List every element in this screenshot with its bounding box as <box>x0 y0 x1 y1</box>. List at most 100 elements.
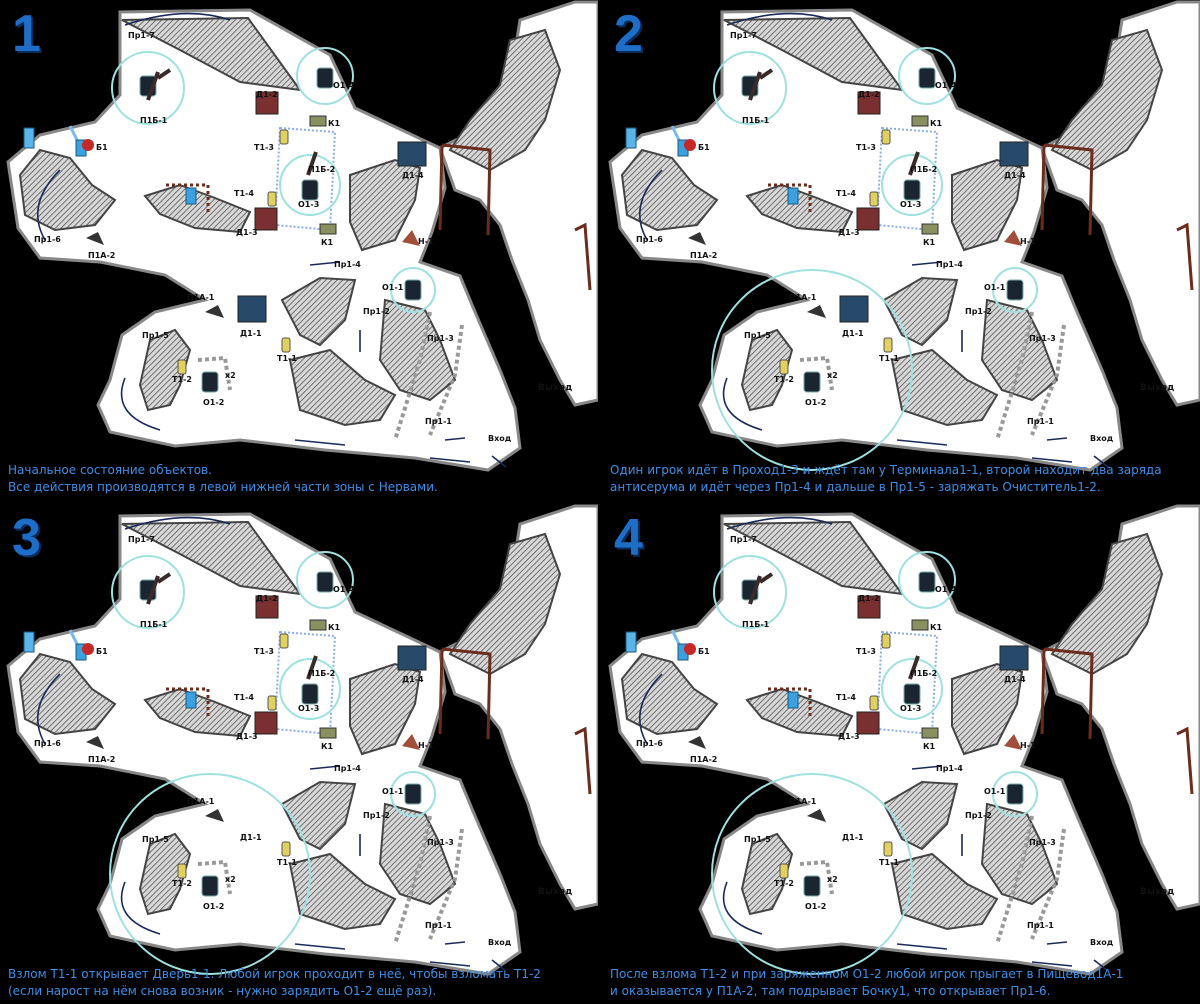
cleanser-icon <box>918 571 936 593</box>
map-label-n1: Н-1 <box>1020 741 1036 750</box>
door-block <box>839 295 869 323</box>
route-arrow <box>491 455 507 468</box>
dotted-passage <box>428 324 464 436</box>
map-label-p1a-1: П1А-1 <box>789 293 817 302</box>
map-label-entrance: Вход <box>1090 434 1114 443</box>
route-arrow <box>726 516 833 530</box>
map-floor-east <box>1040 0 1200 407</box>
map-label-o1-2: О1-2 <box>805 902 826 911</box>
door-line <box>1176 222 1194 291</box>
route-arrow <box>309 765 341 770</box>
hatched-wall <box>18 148 117 232</box>
route-arrow <box>1093 959 1109 972</box>
map-label-p1b-2: П1Б-2 <box>910 165 937 174</box>
route-arrow <box>726 12 833 26</box>
map-label-d1-3: Д1-3 <box>236 228 258 237</box>
dotted-passage <box>197 355 232 391</box>
hatched-wall <box>280 276 357 347</box>
hatched-wall <box>1050 532 1164 676</box>
door-line <box>574 222 592 291</box>
door-line <box>438 647 492 740</box>
panel-caption: После взлома Т1-2 и при заряженном О1-2 … <box>610 966 1196 1000</box>
terminal-icon <box>779 359 789 375</box>
door-block <box>255 595 279 619</box>
rock-icon <box>86 232 104 245</box>
growth-icon <box>748 572 774 605</box>
door-line <box>1040 647 1094 740</box>
cleanser-icon <box>201 875 219 897</box>
dotted-passage <box>768 183 812 215</box>
blue-cord <box>68 629 80 647</box>
route-arrow <box>1031 941 1073 967</box>
zone-circle <box>711 773 913 975</box>
terminal-icon <box>881 633 891 649</box>
map-label-o1-1: О1-1 <box>984 787 1006 796</box>
terminal-icon <box>281 337 291 353</box>
door-block <box>999 141 1029 167</box>
map-label-exit: Выход <box>538 383 572 393</box>
dotted-passage <box>799 859 834 895</box>
terminal-icon <box>281 841 291 857</box>
canister-icon <box>185 691 197 709</box>
route-arrow <box>491 959 507 972</box>
cleanser-icon <box>201 371 219 393</box>
map-label-p1a-1: П1А-1 <box>187 797 215 806</box>
n1-icon <box>1004 734 1022 750</box>
highlight-circle <box>713 51 787 125</box>
panel-number: 3 <box>12 509 41 567</box>
growth-icon <box>146 68 172 101</box>
map-label-t1-1: Т1-1 <box>879 354 899 363</box>
hatched-wall <box>143 687 252 738</box>
route-arrow <box>911 261 943 266</box>
map-label-p1a-2: П1А-2 <box>690 251 717 260</box>
hatched-wall <box>890 852 999 931</box>
zone-circle <box>711 269 913 471</box>
k-icon <box>319 223 337 235</box>
highlight-circle <box>296 551 354 609</box>
map-label-p1a-2: П1А-2 <box>690 755 717 764</box>
map-label-k1-top: К1 <box>930 623 943 632</box>
map-label-o1-1: О1-1 <box>382 787 404 796</box>
map-label-d1-1: Д1-1 <box>240 833 262 842</box>
map-label-p1b-1: П1Б-1 <box>742 116 770 125</box>
route-arrow <box>639 169 663 241</box>
canister-icon <box>625 127 637 149</box>
panel-number: 1 <box>12 5 41 63</box>
caption-line: и оказывается у П1А-2, там подрывает Боч… <box>610 984 1051 998</box>
caption-line: Один игрок идёт в Проход1-3 и ждёт там у… <box>610 463 1162 477</box>
map-label-n1: Н-1 <box>418 237 434 246</box>
terminal-icon <box>279 633 289 649</box>
map-label-b1: Б1 <box>698 143 710 152</box>
map-label-pr1-7: Пр1-7 <box>730 535 757 544</box>
dotted-passage <box>768 687 812 719</box>
door-block <box>856 711 880 735</box>
map-label-d1-4: Д1-4 <box>1004 171 1026 180</box>
barrel-icon <box>684 643 696 655</box>
map-label-t1-4: Т1-4 <box>836 189 856 198</box>
blue-cord <box>670 125 682 143</box>
route-arrow <box>309 261 341 266</box>
canister-icon <box>625 631 637 653</box>
door-line <box>574 726 592 795</box>
map-label-o1-2: О1-2 <box>805 398 826 407</box>
route-arrow <box>1031 437 1073 463</box>
caption-line: Взлом Т1-1 открывает Дверь1-1. Любой игр… <box>8 967 541 981</box>
map-label-pr1-4: Пр1-4 <box>334 260 361 269</box>
door-block <box>237 295 267 323</box>
map-label-n1: Н-1 <box>1020 237 1036 246</box>
map-label-pr1-5: Пр1-5 <box>142 331 169 340</box>
door-block <box>397 645 427 671</box>
growth-icon <box>748 68 774 101</box>
terminal-icon <box>177 863 187 879</box>
panel-caption: Один игрок идёт в Проход1-3 и ждёт там у… <box>610 462 1196 496</box>
cleanser-icon <box>301 683 319 705</box>
highlight-circle <box>881 154 943 216</box>
rock-icon <box>807 305 826 318</box>
door-line <box>1176 726 1194 795</box>
panel-caption: Начальное состояние объектов. Все действ… <box>8 462 594 496</box>
growth-icon <box>908 655 920 680</box>
